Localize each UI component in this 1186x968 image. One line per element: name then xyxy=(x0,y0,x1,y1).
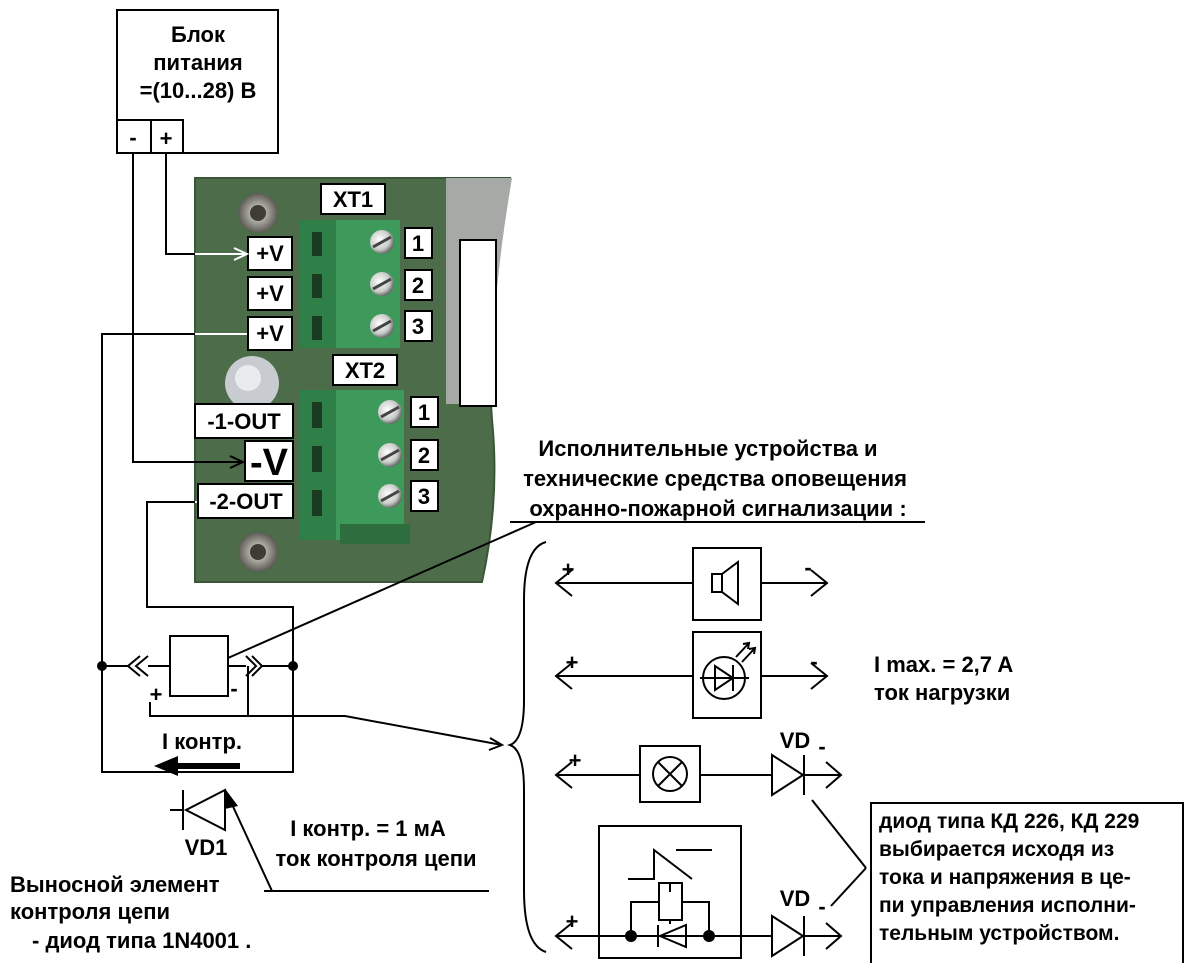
xt1-title-box: XT1 xyxy=(320,183,386,215)
svg-text:-V: -V xyxy=(250,442,289,484)
power-supply-plus: + xyxy=(160,126,173,151)
svg-text:I контр.: I контр. xyxy=(162,729,242,754)
power-supply-line: Блок xyxy=(171,22,226,47)
control-current-arrow: I контр. xyxy=(154,729,242,776)
svg-text:-2-OUT: -2-OUT xyxy=(209,489,283,514)
svg-text:Исполнительные устройства и: Исполнительные устройства и xyxy=(538,436,877,461)
load-element-box xyxy=(169,635,229,697)
svg-text:+V: +V xyxy=(256,281,284,306)
svg-text:-: - xyxy=(818,734,825,759)
power-supply-line: питания xyxy=(153,50,242,75)
svg-text:VD1: VD1 xyxy=(185,835,228,860)
remote-element-line: контроля цепи xyxy=(10,899,170,924)
svg-text:выбирается исходя из: выбирается исходя из xyxy=(879,838,1114,861)
svg-text:тока и напряжения в це-: тока и напряжения в це- xyxy=(879,866,1131,889)
svg-text:XT2: XT2 xyxy=(345,358,385,383)
svg-text:VD: VD xyxy=(780,728,811,753)
speaker-icon xyxy=(711,573,723,593)
remote-element-line: Выносной элемент xyxy=(10,872,220,897)
svg-text:+: + xyxy=(562,557,575,582)
power-wires xyxy=(101,153,294,773)
load-current-desc: ток нагрузки xyxy=(874,680,1010,705)
svg-text:+V: +V xyxy=(256,241,284,266)
diode-vd-icon xyxy=(771,914,805,958)
relay-icon xyxy=(628,847,693,880)
svg-text:+: + xyxy=(150,682,163,707)
xt1-terminal-labels: +V +V +V xyxy=(247,236,293,351)
device-siren: + - xyxy=(554,547,829,621)
control-note-pointer xyxy=(225,790,489,892)
terminal-block-xt2 xyxy=(300,390,410,544)
svg-text:-: - xyxy=(230,676,237,701)
devices-title: Исполнительные устройства и технические … xyxy=(510,436,925,523)
svg-text:+: + xyxy=(569,748,582,773)
diode-vd-icon xyxy=(771,753,805,797)
svg-text:технические средства оповещени: технические средства оповещения xyxy=(523,466,907,491)
svg-text:VD: VD xyxy=(780,886,811,911)
lamp-icon xyxy=(652,756,688,792)
svg-text:+: + xyxy=(566,650,579,675)
svg-text:-: - xyxy=(810,649,817,674)
control-loop: + - xyxy=(97,521,537,751)
svg-text:1: 1 xyxy=(412,231,424,256)
device-relay: + VD - xyxy=(554,825,843,959)
curly-brace xyxy=(507,541,547,953)
xt2-title-box: XT2 xyxy=(332,354,398,386)
remote-element-line: - диод типа 1N4001 . xyxy=(32,928,251,953)
svg-text:-: - xyxy=(804,555,811,580)
diode-note-box: диод типа КД 226, КД 229 выбирается исхо… xyxy=(811,799,1184,968)
power-supply-voltage: =(10...28) В xyxy=(140,78,257,103)
svg-text:пи управления исполни-: пи управления исполни- xyxy=(879,894,1136,917)
terminal-block-xt1 xyxy=(300,220,400,348)
control-current-value: I контр. = 1 мА xyxy=(290,816,446,841)
svg-text:диод типа КД 226, КД 229: диод типа КД 226, КД 229 xyxy=(879,810,1139,833)
svg-text:охранно-пожарной сигнализации: охранно-пожарной сигнализации : xyxy=(529,496,906,521)
svg-text:-: - xyxy=(818,894,825,919)
control-current-desc: ток контроля цепи xyxy=(275,846,476,871)
svg-text:2: 2 xyxy=(412,273,424,298)
device-led-indicator: + - xyxy=(554,631,829,719)
svg-text:3: 3 xyxy=(412,314,424,339)
svg-text:3: 3 xyxy=(418,484,430,509)
xt2-terminal-labels: -1-OUT -V -2-OUT xyxy=(194,403,294,519)
load-current-value: I max. = 2,7 A xyxy=(874,652,1013,677)
diode-vd1-icon: VD1 xyxy=(170,788,228,860)
svg-text:+: + xyxy=(566,909,579,934)
xt1-pin-numbers: 1 2 3 xyxy=(404,227,433,342)
svg-text:XT1: XT1 xyxy=(333,187,373,212)
power-supply-minus: - xyxy=(129,125,136,150)
power-supply-block: Блок питания =(10...28) В - + xyxy=(116,9,279,154)
svg-text:+V: +V xyxy=(256,321,284,346)
svg-text:тельным устройством.: тельным устройством. xyxy=(879,922,1119,945)
svg-text:-1-OUT: -1-OUT xyxy=(207,409,281,434)
device-lamp: + VD - xyxy=(554,728,843,803)
bracket-window xyxy=(459,239,497,407)
xt2-pin-numbers: 1 2 3 xyxy=(410,396,439,512)
svg-text:2: 2 xyxy=(418,443,430,468)
svg-text:1: 1 xyxy=(418,400,430,425)
